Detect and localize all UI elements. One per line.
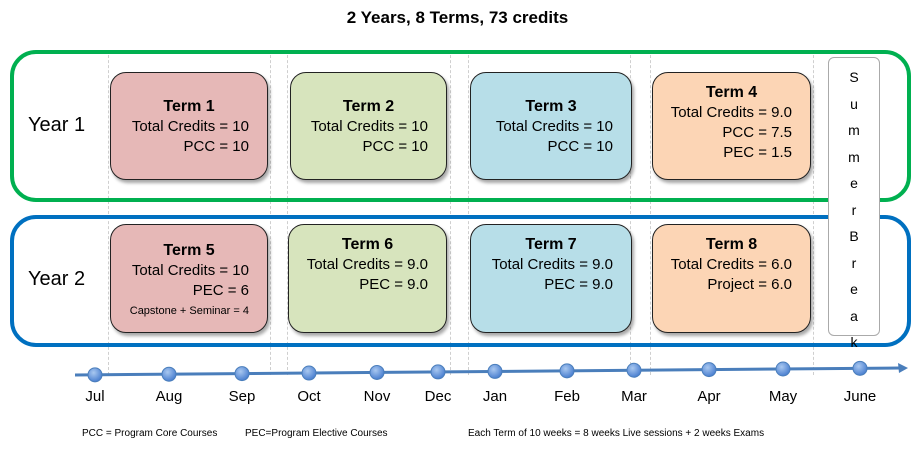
term-3-box: Term 3 Total Credits = 10 PCC = 10 <box>470 72 632 180</box>
term-2-box: Term 2 Total Credits = 10 PCC = 10 <box>290 72 447 180</box>
summer-break-letter: r <box>851 254 857 271</box>
summer-break-letter: B <box>849 228 859 244</box>
timeline-axis <box>74 366 901 377</box>
year-2-label: Year 2 <box>28 268 86 290</box>
term-credit-line: PCC = 7.5 <box>722 124 792 141</box>
month-label: Mar <box>621 388 647 405</box>
timeline-arrowhead <box>898 363 908 373</box>
summer-break-letter: m <box>848 148 860 165</box>
month-label: June <box>843 388 877 405</box>
term-credit-line: PEC = 1.5 <box>723 144 792 161</box>
timeline-dot <box>852 360 868 376</box>
timeline-dot <box>701 362 717 378</box>
divider <box>270 50 271 375</box>
term-title: Term 3 <box>525 98 577 115</box>
term-credit-line: PEC = 6 <box>192 282 249 299</box>
term-title: Term 1 <box>163 98 215 115</box>
year-2-frame <box>10 215 911 347</box>
month-label: May <box>768 388 798 405</box>
timeline-dot <box>301 365 317 381</box>
divider <box>450 50 451 375</box>
term-credit-line: Total Credits = 9.0 <box>670 104 792 121</box>
month-label: Oct <box>297 388 321 405</box>
timeline-dot <box>369 364 385 380</box>
term-credit-line: PCC = 10 <box>183 138 249 155</box>
month-label: Aug <box>155 388 183 405</box>
term-1-box: Term 1 Total Credits = 10 PCC = 10 <box>110 72 268 180</box>
timeline-dot <box>487 363 503 379</box>
timeline-dot <box>234 366 250 382</box>
divider <box>108 50 109 375</box>
timeline-dot <box>626 362 642 378</box>
note-term-weeks: Each Term of 10 weeks = 8 weeks Live ses… <box>468 428 765 439</box>
term-credit-line: Total Credits = 6.0 <box>670 256 792 273</box>
term-5-box: Term 5 Total Credits = 10 PEC = 6 Capstone … <box>110 224 268 333</box>
term-credit-line: PCC = 10 <box>547 138 613 155</box>
term-credit-line: PEC = 9.0 <box>544 276 613 293</box>
month-label: Jan <box>482 388 508 405</box>
month-label: Dec <box>424 388 452 405</box>
note-pec: PEC=Program Elective Courses <box>245 428 388 439</box>
divider <box>287 50 288 375</box>
summer-break-letter: r <box>851 201 857 218</box>
diagram-title: 2 Years, 8 Terms, 73 credits <box>346 8 569 27</box>
divider <box>630 50 631 375</box>
timeline-dot <box>559 363 575 379</box>
term-title: Term 4 <box>705 84 758 101</box>
timeline-dot <box>430 364 446 380</box>
term-title: Term 8 <box>705 236 758 253</box>
divider <box>813 50 814 375</box>
term-credit-line: Total Credits = 10 <box>131 118 249 135</box>
term-credit-line: PCC = 10 <box>362 138 428 155</box>
term-title: Term 6 <box>341 236 394 253</box>
month-label: Apr <box>697 388 721 405</box>
summer-break-letter: m <box>848 122 860 138</box>
term-title: Term 2 <box>342 98 395 115</box>
month-label: Jul <box>85 388 105 405</box>
month-label: Feb <box>554 388 580 405</box>
month-label: Sep <box>228 388 256 405</box>
year-1-label: Year 1 <box>28 114 86 136</box>
summer-break-letter: a <box>850 307 858 324</box>
term-credit-line: Total Credits = 10 <box>495 118 613 135</box>
note-pcc: PCC = Program Core Courses <box>82 428 218 439</box>
term-credit-line: Total Credits = 9.0 <box>491 256 613 273</box>
summer-break-letter: e <box>850 175 858 191</box>
timeline-dot <box>775 361 791 377</box>
term-credit-line: Capstone + Seminar = 4 <box>129 305 249 317</box>
summer-break-letter: u <box>850 95 858 112</box>
divider <box>650 50 651 375</box>
term-credit-line: Total Credits = 10 <box>131 262 249 279</box>
summer-break-letter: e <box>850 281 858 297</box>
term-credit-line: Project = 6.0 <box>707 276 792 293</box>
term-credit-line: Total Credits = 10 <box>310 118 428 135</box>
summer-break-letter: k <box>850 334 858 350</box>
summer-break-letter: S <box>849 69 859 85</box>
divider <box>468 50 469 375</box>
timeline-dot <box>87 367 103 383</box>
month-label: Nov <box>363 388 391 405</box>
term-credit-line: Total Credits = 9.0 <box>306 256 428 273</box>
term-title: Term 5 <box>163 242 215 259</box>
timeline-dot <box>161 366 177 382</box>
term-credit-line: PEC = 9.0 <box>359 276 428 293</box>
year-1-frame <box>10 50 911 202</box>
term-title: Term 7 <box>525 236 577 253</box>
